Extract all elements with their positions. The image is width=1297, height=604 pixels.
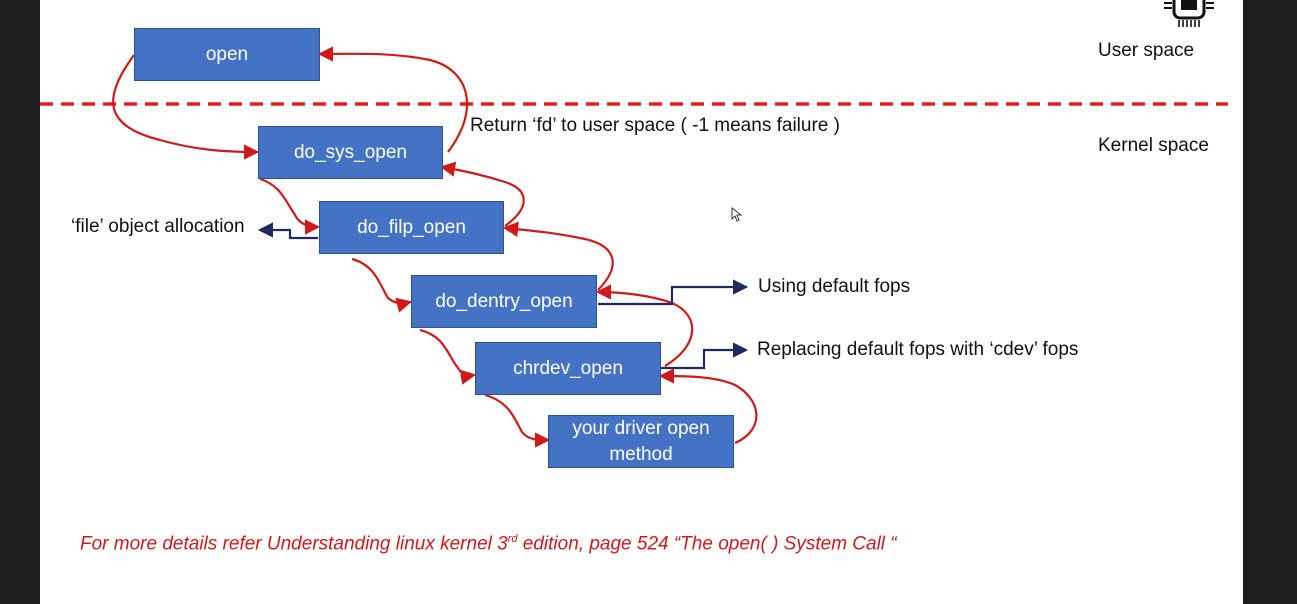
box-do-sys-open: do_sys_open: [258, 126, 443, 179]
replace-fops-connector: [661, 342, 749, 370]
label-user-space: User space: [1098, 40, 1195, 61]
call-arrow-sys-to-filp: [259, 177, 321, 235]
call-arrow-open-to-sys: [112, 54, 260, 160]
return-arrow-dentry-to-filp: [502, 221, 614, 291]
file-alloc-connector: [257, 222, 318, 240]
label-return-fd: Return ‘fd’ to user space ( -1 means fai…: [470, 115, 840, 136]
return-arrow-driver-to-chrdev: [658, 368, 758, 445]
box-driver-open-method: your driver open method: [548, 415, 734, 468]
label-replacing-fops: Replacing default fops with ‘cdev’ fops: [757, 339, 1079, 360]
box-do-dentry-open: do_dentry_open: [411, 275, 597, 328]
chip-icon: [1164, 0, 1214, 27]
box-open: open: [134, 28, 320, 81]
label-file-object-allocation: ‘file’ object allocation: [71, 216, 245, 237]
default-fops-connector: [598, 279, 749, 306]
return-arrow-sys-to-open: [317, 46, 469, 153]
call-arrow-chrdev-to-driver: [484, 393, 551, 448]
box-do-filp-open: do_filp_open: [319, 201, 504, 254]
call-arrow-filp-to-dentry: [351, 257, 413, 313]
slide: [40, 0, 1243, 604]
footer-reference: For more details refer Understanding lin…: [80, 533, 897, 555]
call-arrow-dentry-to-chrdev: [419, 328, 477, 385]
box-chrdev-open: chrdev_open: [475, 342, 661, 395]
label-kernel-space: Kernel space: [1098, 135, 1209, 156]
return-arrow-filp-to-sys: [439, 161, 525, 227]
mouse-cursor-icon: [731, 207, 743, 222]
label-using-default-fops: Using default fops: [758, 276, 911, 297]
